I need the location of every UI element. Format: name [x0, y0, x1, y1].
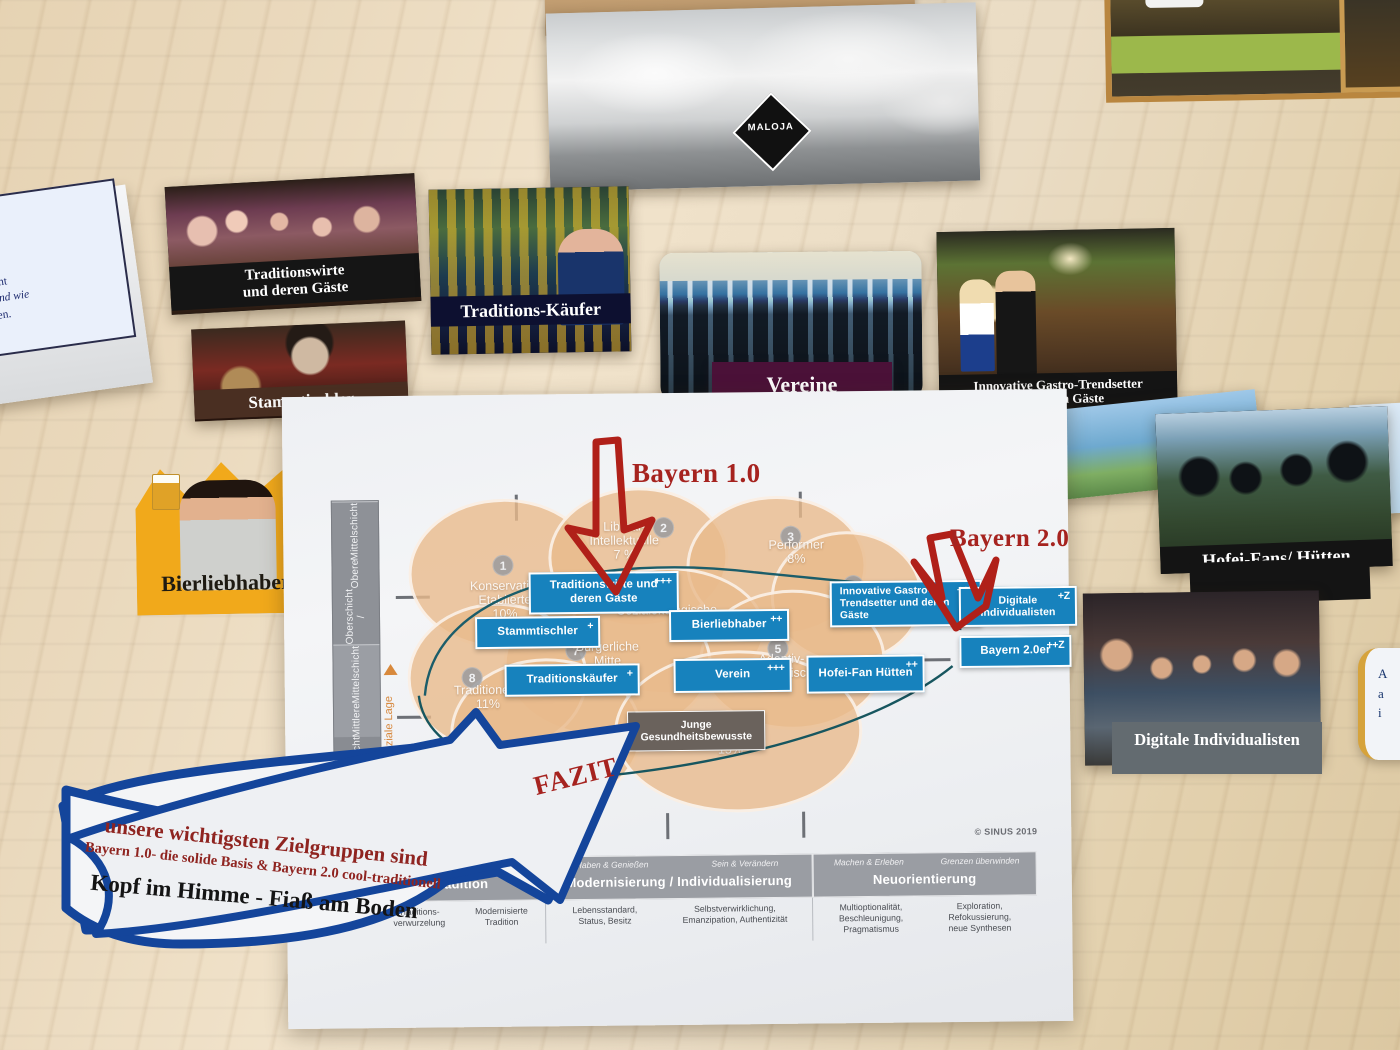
- milieu-label-2: Liberal- Intellektuelle 7 %: [564, 519, 684, 562]
- digitale-caption-text: Digitale Individualisten: [1134, 730, 1300, 749]
- detail-neuorientierung-1-l0: Exploration,: [956, 900, 1003, 912]
- milieu-2-pct: 7 %: [613, 547, 636, 562]
- target-box-traditionskaeufer-label: Traditionskäufer: [526, 672, 618, 686]
- milieu-2-l1: Liberal-: [603, 519, 646, 534]
- target-box-traditionswirte-label: Traditionswirte und deren Gäste: [549, 578, 658, 606]
- axis-label-soziale-lage: Soziale Lage: [382, 695, 396, 760]
- group-neuorientierung-sub-1: Grenzen überwinden: [940, 855, 1020, 867]
- milieu-2-l2: Intellektuelle: [589, 533, 660, 548]
- digitale-caption-plate: [1112, 722, 1322, 774]
- milieu-3-l1: Performer: [768, 537, 825, 553]
- target-box-verein[interactable]: Verein +++: [673, 657, 792, 694]
- strata-upper-l1: Obere: [349, 559, 361, 589]
- detail-modernisierung-0-l1: Status, Besitz: [578, 915, 632, 927]
- photo-card-maloja: MALOJA: [545, 2, 981, 192]
- milieu-8-pct: 11%: [475, 696, 501, 712]
- target-box-traditionswirte-rating: +++: [654, 575, 672, 588]
- maloja-logo-text: MALOJA: [747, 121, 794, 134]
- social-strata-axis: Oberschicht / Obere Mittelschicht Mittle…: [330, 500, 383, 854]
- strata-middle-l1: Mittelschicht: [350, 645, 363, 704]
- strata-upper-l0: Oberschicht /: [344, 588, 368, 645]
- detail-modernisierung-1-l1: Emanzipation, Authentizität: [682, 913, 788, 926]
- target-box-hofei-fan-label: Hofei-Fan Hütten: [818, 666, 913, 680]
- milieu-label-3: Performer 8%: [736, 537, 856, 566]
- strata-upper-l2: Mittelschicht: [349, 502, 361, 561]
- target-box-stammtischler[interactable]: Stammtischler +: [475, 615, 601, 650]
- target-box-digitale-individualisten-rating: +Z: [1057, 589, 1070, 603]
- group-neuorientierung-sub-0: Machen & Erleben: [833, 856, 904, 868]
- target-box-bierliebhaber-label: Bierliebhaber: [691, 618, 767, 632]
- detail-modernisierung-1-l0: Selbstverwirklichung,: [694, 902, 776, 914]
- target-box-stammtischler-label: Stammtischler: [497, 625, 579, 639]
- target-box-digitale-individualisten-label: Digitale Individualisten: [980, 593, 1056, 619]
- target-box-bierliebhaber[interactable]: Bierliebhaber ++: [668, 608, 790, 643]
- detail-neuorientierung: Multioptionalität, Beschleunigung, Pragm…: [813, 895, 1037, 941]
- caption-line-0: Traditions-Käufer: [460, 298, 602, 322]
- target-box-hofei-fan[interactable]: Hofei-Fan Hütten ++: [806, 654, 925, 694]
- axis-arrow-icon: [383, 663, 398, 676]
- target-box-bayern-20er[interactable]: Bayern 2.0er ++Z: [959, 634, 1072, 669]
- target-box-hofei-fan-rating: ++: [905, 658, 918, 671]
- target-box-innovative-gastro-label: Innovative Gastro-Trendsetter und deren …: [839, 585, 950, 622]
- detail-tradition-1-l1: Tradition: [484, 916, 519, 928]
- photo-card-traditions-kaeufer: Traditions-Käufer: [428, 186, 632, 355]
- detail-modernisierung-1: Selbstverwirklichung, Emanzipation, Auth…: [660, 903, 810, 938]
- photo-card-right-edge-partial: [1358, 648, 1400, 760]
- detail-modernisierung-0: Lebensstandard, Status, Besitz: [550, 904, 661, 939]
- detail-neuorientierung-1: Exploration, Refokussierung, neue Synthe…: [925, 900, 1034, 935]
- grey-box-junge-gesundheitsbewusste[interactable]: Junge Gesundheitsbewusste: [627, 710, 766, 752]
- grey-box-label: Junge Gesundheitsbewusste: [640, 718, 753, 744]
- group-neuorientierung-subs: Machen & Erleben Grenzen überwinden: [813, 852, 1035, 872]
- bierliebhaber-beer-mug: [152, 474, 180, 510]
- strata-lower-l1: Unterschicht: [351, 737, 364, 796]
- handwriting-bayern-20: Bayern 2.0: [950, 525, 1070, 552]
- target-box-bierliebhaber-rating: ++: [770, 612, 783, 626]
- group-modernisierung-main: Modernisierung / Individualisierung: [565, 872, 793, 891]
- group-neuorientierung-main: Neuorientierung: [872, 870, 977, 887]
- maloja-winter-photo: [545, 2, 981, 192]
- milieu-3-pct: 8%: [787, 551, 806, 566]
- milieu-number-1: 1: [492, 554, 514, 576]
- handwriting-bayern-10: Bayern 1.0: [632, 458, 761, 488]
- detail-neuorientierung-0-l1: Beschleunigung,: [838, 912, 904, 924]
- photo-card-innovative-gastro: Innovative Gastro-Trendsetter und deren …: [936, 227, 1178, 415]
- target-box-traditionskaeufer[interactable]: Traditionskäufer +: [504, 663, 640, 697]
- detail-neuorientierung-1-l1: Refokussierung,: [948, 911, 1012, 923]
- sinus-copyright: © SINUS 2019: [974, 826, 1038, 837]
- vereine-sky: [659, 250, 922, 282]
- target-box-verein-rating: +++: [767, 661, 785, 675]
- detail-neuorientierung-0-l0: Multioptionalität,: [839, 901, 903, 913]
- target-box-bayern-20er-rating: ++Z: [1046, 638, 1065, 652]
- caption-traditions-kaeufer: Traditions-Käufer: [430, 293, 631, 327]
- detail-modernisierung-0-l0: Lebensstandard,: [572, 904, 638, 916]
- strata-upper: Oberschicht / Obere Mittelschicht: [331, 501, 380, 645]
- frame-badge: 0: [1144, 0, 1204, 9]
- detail-modernisierung: Lebensstandard, Status, Besitz Selbstver…: [546, 897, 814, 944]
- photo-card-hofei-fans: Hofei-Fans/ Hütten: [1155, 406, 1393, 574]
- framed-picture-2: [1339, 0, 1400, 93]
- detail-neuorientierung-0-l2: Pragmatismus: [843, 923, 899, 935]
- target-box-traditionskaeufer-rating: +: [626, 667, 633, 680]
- strata-middle: Mittlere Mittelschicht: [333, 644, 381, 738]
- target-box-verein-label: Verein: [715, 668, 751, 681]
- group-modernisierung-sub-1: Sein & Verändern: [711, 857, 779, 869]
- detail-neuorientierung-0: Multioptionalität, Beschleunigung, Pragm…: [817, 901, 926, 936]
- strata-middle-l0: Mittlere: [351, 702, 363, 738]
- photo-card-traditionswirte: Traditionswirte und deren Gäste: [164, 173, 422, 315]
- target-box-stammtischler-rating: +: [587, 619, 594, 632]
- conclusion-banner: unsere wichtigsten Zielgruppen sind Baye…: [62, 792, 482, 932]
- detail-tradition-1-l0: Modernisierte: [475, 905, 528, 917]
- group-modernisierung-sub-0: Haben & Genießen: [575, 859, 649, 871]
- gastro-person-woman: [959, 279, 995, 372]
- target-box-traditionswirte[interactable]: Traditionswirte und deren Gäste +++: [528, 570, 679, 615]
- grundorientierung-group-neuorientierung: Machen & Erleben Grenzen überwinden Neuo…: [812, 851, 1037, 898]
- target-box-digitale-individualisten[interactable]: Digitale Individualisten +Z: [958, 585, 1078, 628]
- grundorientierung-group-modernisierung: Haben & Genießen Sein & Verändern Modern…: [544, 853, 813, 901]
- book-cover-text: „zeug“ n mit e Sinus ruppen, n. Es geht …: [0, 178, 137, 362]
- target-box-bayern-20er-label: Bayern 2.0er: [980, 644, 1051, 658]
- gastro-person-man: [995, 270, 1037, 376]
- detail-neuorientierung-1-l2: neue Synthesen: [948, 922, 1012, 934]
